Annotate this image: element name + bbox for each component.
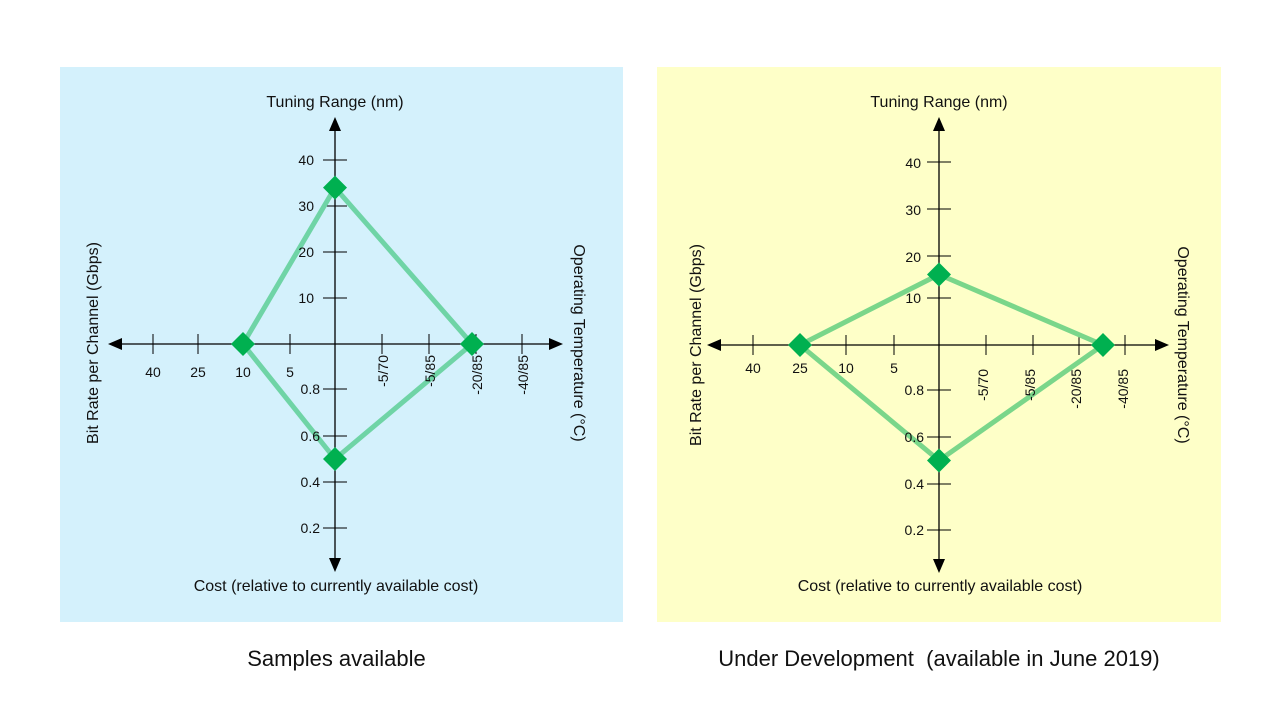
tick-label-left-5: 5 bbox=[286, 364, 294, 380]
radar-chart-left: Tuning Range (nm) Cost (relative to curr… bbox=[60, 67, 623, 622]
tick-label-top-30: 30 bbox=[905, 202, 921, 218]
tick-label-bottom-0.4: 0.4 bbox=[905, 476, 925, 492]
marker-bottom bbox=[323, 447, 347, 471]
chart-panel-under-development: Tuning Range (nm) Cost (relative to curr… bbox=[657, 67, 1221, 622]
marker-left bbox=[231, 332, 255, 356]
axis-label-right: Operating Temperature (°C) bbox=[570, 244, 587, 441]
tick-label-left-40: 40 bbox=[145, 364, 161, 380]
axis-label-top: Tuning Range (nm) bbox=[870, 94, 1007, 111]
tick-label-top-20: 20 bbox=[905, 249, 921, 265]
marker-left bbox=[788, 333, 812, 357]
tick-label-right-2: -5/85 bbox=[422, 355, 438, 387]
tick-label-bottom-0.2: 0.2 bbox=[301, 520, 321, 536]
tick-label-left-25: 25 bbox=[190, 364, 206, 380]
tick-label-left-10: 10 bbox=[838, 360, 854, 376]
tick-label-top-10: 10 bbox=[905, 290, 921, 306]
tick-label-bottom-0.6: 0.6 bbox=[301, 428, 321, 444]
tick-label-bottom-0.6: 0.6 bbox=[905, 429, 925, 445]
tick-label-right-4: -40/85 bbox=[515, 355, 531, 395]
tick-label-right-4: -40/85 bbox=[1115, 369, 1131, 409]
tick-label-bottom-0.8: 0.8 bbox=[301, 381, 321, 397]
marker-bottom bbox=[927, 448, 951, 473]
tick-label-left-40: 40 bbox=[745, 360, 761, 376]
tick-label-bottom-0.8: 0.8 bbox=[905, 382, 925, 398]
tick-label-top-40: 40 bbox=[905, 155, 921, 171]
arrowhead-bottom bbox=[933, 559, 945, 573]
tick-label-left-5: 5 bbox=[890, 360, 898, 376]
arrowhead-left bbox=[108, 338, 122, 350]
arrowhead-left bbox=[707, 339, 721, 351]
tick-label-bottom-0.4: 0.4 bbox=[301, 474, 321, 490]
tick-label-right-2: -5/85 bbox=[1022, 369, 1038, 401]
tick-label-right-1: -5/70 bbox=[375, 355, 391, 387]
marker-top bbox=[323, 175, 347, 200]
marker-right bbox=[1091, 333, 1115, 357]
tick-label-top-10: 10 bbox=[298, 290, 314, 306]
tick-label-left-25: 25 bbox=[792, 360, 808, 376]
tick-label-right-3: -20/85 bbox=[469, 355, 485, 395]
arrowhead-top bbox=[933, 117, 945, 131]
arrowhead-right bbox=[549, 338, 563, 350]
tick-marks bbox=[752, 161, 1126, 531]
tick-label-top-30: 30 bbox=[298, 198, 314, 214]
arrowhead-right bbox=[1155, 339, 1169, 351]
data-markers bbox=[788, 262, 1115, 473]
arrowhead-bottom bbox=[329, 558, 341, 572]
tick-label-right-3: -20/85 bbox=[1068, 369, 1084, 409]
axis-label-right: Operating Temperature (°C) bbox=[1174, 246, 1191, 443]
axis-label-top: Tuning Range (nm) bbox=[266, 94, 403, 111]
marker-right bbox=[460, 332, 484, 356]
axis-label-bottom: Cost (relative to currently available co… bbox=[194, 578, 479, 595]
data-markers bbox=[231, 175, 484, 471]
chart-panel-samples-available: Tuning Range (nm) Cost (relative to curr… bbox=[60, 67, 623, 622]
tick-label-top-40: 40 bbox=[298, 152, 314, 168]
caption-under-development: Under Development (available in June 201… bbox=[718, 646, 1160, 671]
caption-samples-available: Samples available bbox=[247, 646, 426, 671]
axis-label-bottom: Cost (relative to currently available co… bbox=[798, 578, 1083, 595]
tick-label-right-1: -5/70 bbox=[975, 369, 991, 401]
radar-chart-right: Tuning Range (nm) Cost (relative to curr… bbox=[657, 67, 1221, 622]
marker-top bbox=[927, 262, 951, 287]
tick-label-bottom-0.2: 0.2 bbox=[905, 522, 925, 538]
arrowhead-top bbox=[329, 117, 341, 131]
axis-label-left: Bit Rate per Channel (Gbps) bbox=[85, 242, 102, 444]
tick-label-left-10: 10 bbox=[235, 364, 251, 380]
tick-label-top-20: 20 bbox=[298, 244, 314, 260]
axis-label-left: Bit Rate per Channel (Gbps) bbox=[688, 244, 705, 446]
